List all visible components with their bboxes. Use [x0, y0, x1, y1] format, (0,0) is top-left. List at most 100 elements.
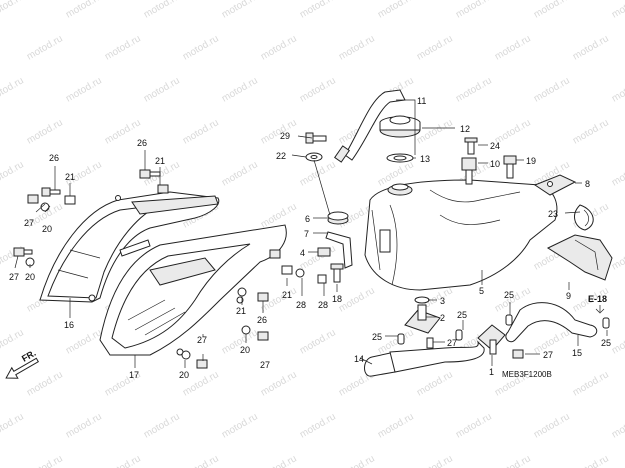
watermark-text: motod.ru: [610, 327, 625, 356]
band-7: [325, 231, 353, 269]
callout-10: 10: [490, 159, 500, 169]
callout-20: 20: [240, 345, 250, 355]
watermark-text: motod.ru: [64, 411, 104, 440]
callout-27: 27: [9, 272, 19, 282]
watermark-text: motod.ru: [142, 75, 182, 104]
callout-28: 28: [296, 300, 306, 310]
reference-arrow-icon: [595, 305, 605, 314]
bolt-18: [330, 263, 344, 283]
clip-25: [397, 314, 610, 345]
callout-25: 25: [372, 332, 382, 342]
watermark-text: motod.ru: [64, 0, 104, 21]
callout-16: 16: [64, 320, 74, 330]
watermark-text: motod.ru: [103, 453, 143, 468]
front-direction-arrow-icon: [5, 357, 40, 379]
callout-22: 22: [276, 151, 286, 161]
watermark-text: motod.ru: [25, 369, 65, 398]
callout-7: 7: [304, 229, 309, 239]
callout-21: 21: [236, 306, 246, 316]
watermark-text: motod.ru: [259, 453, 299, 468]
watermark-text: motod.ru: [337, 285, 377, 314]
fuel-valve-2: [404, 304, 441, 334]
watermark-text: motod.ru: [181, 117, 221, 146]
watermark-text: motod.ru: [454, 411, 494, 440]
callout-27: 27: [24, 218, 34, 228]
callout-20: 20: [25, 272, 35, 282]
band-23: [574, 204, 594, 231]
watermark-text: motod.ru: [610, 159, 625, 188]
callout-28: 28: [318, 300, 328, 310]
callout-15: 15: [572, 348, 582, 358]
watermark-text: motod.ru: [493, 33, 533, 62]
washer-22: [305, 152, 323, 162]
collar-4: [317, 247, 331, 257]
gasket-13: [386, 153, 414, 163]
watermark-text: motod.ru: [337, 33, 377, 62]
watermark-text: motod.ru: [571, 453, 611, 468]
callout-26: 26: [49, 153, 59, 163]
watermark-text: motod.ru: [415, 117, 455, 146]
fuel-hose-15: [505, 302, 598, 343]
reference-label: E-18: [588, 294, 607, 304]
callout-25: 25: [601, 338, 611, 348]
watermark-text: motod.ru: [220, 411, 260, 440]
watermark-text: motod.ru: [415, 453, 455, 468]
watermark-text: motod.ru: [64, 327, 104, 356]
callout-11: 11: [417, 96, 426, 106]
watermark-text: motod.ru: [142, 411, 182, 440]
callout-8: 8: [585, 179, 590, 189]
heat-guard-9: [546, 234, 613, 281]
watermark-text: motod.ru: [103, 33, 143, 62]
callout-25: 25: [504, 290, 514, 300]
watermark-text: motod.ru: [259, 117, 299, 146]
watermark-text: motod.ru: [532, 411, 572, 440]
watermark-text: motod.ru: [142, 0, 182, 21]
callout-18: 18: [332, 294, 342, 304]
watermark-text: motod.ru: [532, 75, 572, 104]
bolt-24: [464, 137, 478, 155]
collar-10: [461, 157, 477, 185]
callout-20: 20: [179, 370, 189, 380]
watermark-text: motod.ru: [181, 453, 221, 468]
callout-26: 26: [257, 315, 267, 325]
callout-13: 13: [420, 154, 430, 164]
watermark-text: motod.ru: [25, 453, 65, 468]
watermark-text: motod.ru: [0, 75, 26, 104]
diagram-code: MEB3F1200B: [502, 370, 552, 379]
callout-4: 4: [300, 248, 305, 258]
callout-9: 9: [566, 291, 571, 301]
fuel-tank-5: [364, 179, 558, 291]
watermark-text: motod.ru: [571, 369, 611, 398]
left-shroud-16: [39, 191, 220, 303]
watermark-text: motod.ru: [0, 159, 26, 188]
watermark-text: motod.ru: [610, 0, 625, 21]
watermark-text: motod.ru: [454, 75, 494, 104]
watermark-text: motod.ru: [298, 327, 338, 356]
callout-27: 27: [197, 335, 207, 345]
watermark-text: motod.ru: [298, 75, 338, 104]
bolt-19: [503, 155, 517, 179]
right-shroud-17: [99, 224, 287, 356]
o-ring-3: [414, 296, 430, 304]
callout-21: 21: [65, 172, 75, 182]
callout-29: 29: [280, 131, 290, 141]
callout-26: 26: [137, 138, 147, 148]
watermark-text: motod.ru: [0, 327, 26, 356]
bracket-8: [533, 174, 577, 196]
watermark-text: motod.ru: [493, 453, 533, 468]
leader-lines: [14, 99, 608, 368]
watermark-text: motod.ru: [259, 33, 299, 62]
fuel-joint-1: [477, 324, 506, 355]
callout-25: 25: [457, 310, 467, 320]
watermark-text: motod.ru: [220, 159, 260, 188]
callout-17: 17: [129, 370, 139, 380]
watermark-text: motod.ru: [0, 411, 26, 440]
callout-6: 6: [305, 214, 310, 224]
callout-2: 2: [440, 313, 445, 323]
watermark-text: motod.ru: [376, 0, 416, 21]
callout-21: 21: [282, 290, 292, 300]
watermark-text: motod.ru: [298, 411, 338, 440]
watermark-text: motod.ru: [571, 33, 611, 62]
callout-24: 24: [490, 141, 500, 151]
